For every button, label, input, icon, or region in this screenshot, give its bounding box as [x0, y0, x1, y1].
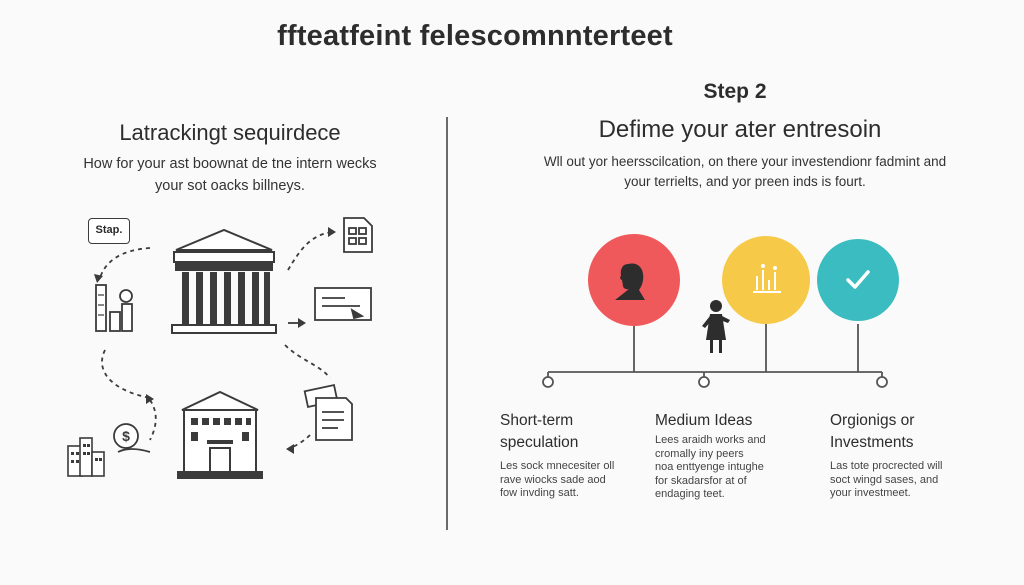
bank-building-icon: [171, 228, 277, 334]
stock-chart-icon: [95, 284, 133, 332]
desc-line: fow invding satt.: [500, 487, 579, 499]
desc-line: endaging teet.: [655, 488, 725, 500]
column-title: Orgionigs or: [830, 412, 915, 429]
timeline-node: [876, 376, 888, 388]
desc-line: noa enttyenge intughe: [655, 461, 764, 473]
left-subtitle-line: your sot oacks billneys.: [155, 178, 305, 194]
left-section-subtitle: How for your ast boownat de tne intern w…: [30, 153, 430, 197]
desc-line: cromally iny peers: [655, 447, 744, 460]
desc-line: rave wiocks sade aod: [500, 473, 606, 486]
column-description: Lees araidh works and cromally iny peers…: [655, 434, 815, 502]
left-section-heading: Latrackingt sequirdece: [119, 120, 341, 145]
desc-line: for skadarsfor at of: [655, 474, 747, 487]
desc-line: Lees araidh works and: [655, 434, 766, 446]
document-icon: [343, 217, 373, 253]
column-short-term: Short-term speculation Les sock mnecesit…: [500, 410, 660, 501]
svg-text:$: $: [122, 428, 130, 444]
left-subtitle-line: How for your ast boownat de tne intern w…: [83, 156, 377, 172]
invoice-document-icon: [303, 383, 353, 441]
desc-line: Les sock mnecesiter oll: [500, 460, 615, 472]
step-speech-bubble: Stap.: [88, 218, 130, 244]
flow-arrow: [101, 349, 151, 399]
medium-circle: [722, 236, 810, 324]
person-figure-icon: [702, 300, 730, 353]
step-label: Step 2: [703, 80, 767, 103]
column-medium: Medium Ideas Lees araidh works and croma…: [655, 410, 815, 502]
person-head-icon: [615, 263, 645, 300]
column-investments: Orgionigs or Investments Las tote procre…: [830, 410, 990, 501]
right-section-subtitle: Wll out yor heersscilcation, on there yo…: [510, 152, 980, 192]
desc-line: soct wingd sases, and: [830, 473, 939, 486]
column-title: speculation: [500, 434, 579, 451]
dollar-coin-icon: [113, 423, 151, 453]
timeline-node: [698, 376, 710, 388]
right-subtitle-line: Wll out yor heersscilcation, on there yo…: [543, 154, 947, 169]
column-title: Medium Ideas: [655, 412, 753, 429]
column-title: Short-term: [500, 412, 574, 429]
column-description: Les sock mnecesiter oll rave wiocks sade…: [500, 460, 660, 501]
column-title: Investments: [830, 434, 914, 451]
right-section-heading: Defime your ater entresoin: [598, 116, 882, 143]
column-description: Las tote procrected will soct wingd sase…: [830, 460, 990, 501]
flow-arrow: [284, 344, 331, 379]
flow-arrow: [289, 434, 311, 449]
flow-arrow: [99, 247, 151, 279]
timeline-node: [542, 376, 554, 388]
checkmark-icon: [846, 270, 870, 289]
desc-line: Las tote procrected will: [830, 460, 943, 472]
right-subtitle-line: your terrielts, and yor preen inds is fo…: [624, 174, 866, 189]
investments-circle: [817, 239, 899, 321]
bar-chart-icon: [753, 270, 781, 293]
desc-line: your investmeet.: [830, 487, 911, 499]
page-title: fftеatfeint felescomnnterteet: [277, 20, 673, 52]
presentation-screen-icon: [314, 287, 372, 321]
section-divider: [446, 117, 448, 530]
